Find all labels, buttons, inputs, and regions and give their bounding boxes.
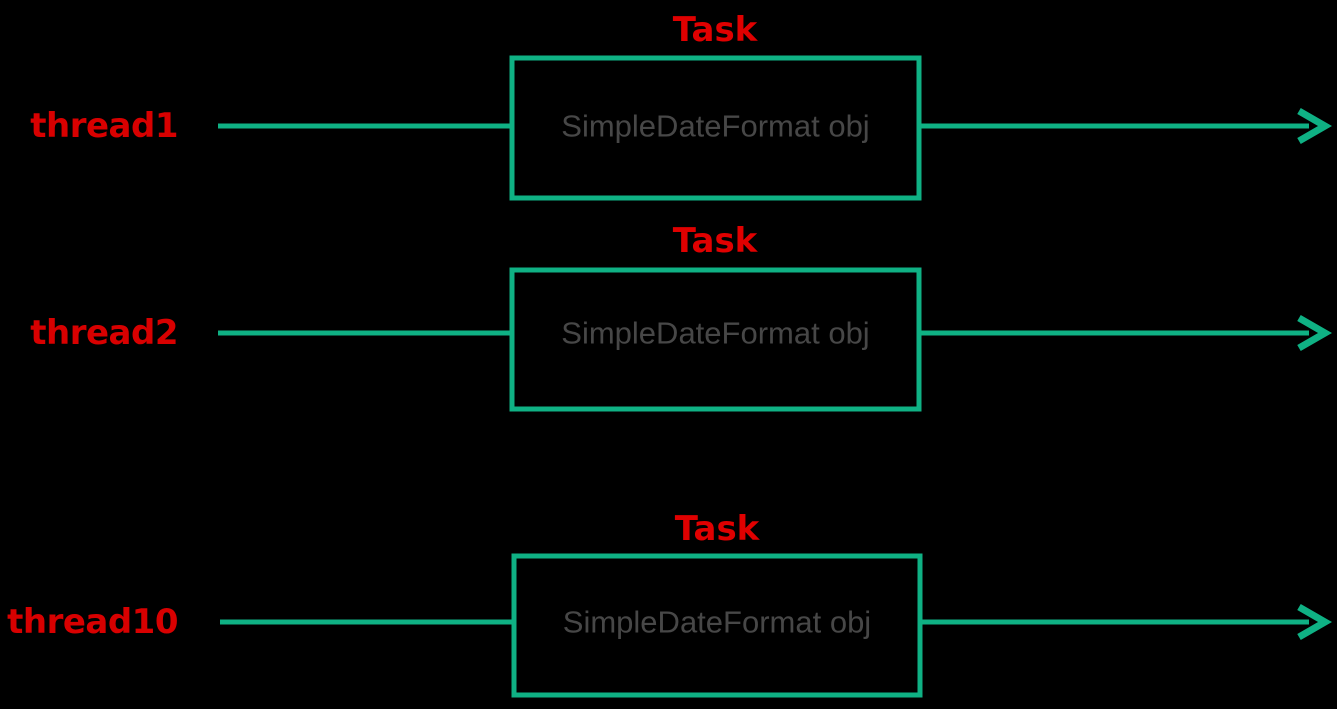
task-title-1: Task — [672, 10, 758, 50]
task-box-3 — [511, 553, 923, 698]
task-box-label-2: SimpleDateFormat obj — [561, 315, 870, 351]
task-title-3: Task — [674, 509, 760, 549]
task-box-2 — [509, 267, 922, 412]
arrow-head-icon-2 — [1297, 314, 1333, 352]
task-box-1 — [509, 55, 922, 201]
arrow-head-icon-3 — [1297, 603, 1333, 641]
thread-label-3: thread10 — [7, 602, 178, 642]
task-box-label-3: SimpleDateFormat obj — [562, 604, 872, 640]
arrow-head-icon-1 — [1297, 107, 1333, 145]
task-box-label-1: SimpleDateFormat obj — [561, 108, 870, 144]
thread-label-2: thread2 — [30, 313, 178, 353]
task-title-2: Task — [672, 221, 758, 261]
thread-label-1: thread1 — [30, 106, 178, 146]
